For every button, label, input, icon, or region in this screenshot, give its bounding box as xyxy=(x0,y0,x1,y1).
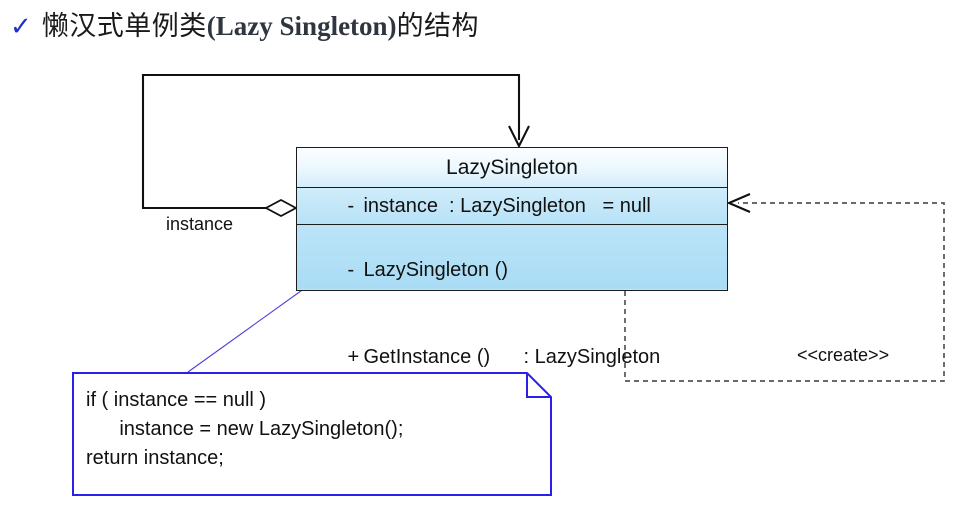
check-icon: ✓ xyxy=(10,12,32,42)
note-anchor-line xyxy=(187,282,313,373)
open-arrow-head-down xyxy=(508,125,530,149)
uml-note[interactable]: if ( instance == null ) instance = new L… xyxy=(72,372,552,496)
operation-visibility: - xyxy=(347,259,355,281)
attribute-row: -instance : LazySingleton = null xyxy=(303,163,651,250)
uml-class-lazysingleton[interactable]: LazySingleton -instance : LazySingleton … xyxy=(296,147,728,368)
note-shape xyxy=(72,372,552,496)
attribute-visibility: - xyxy=(347,194,355,217)
title-chinese-suffix: 的结构 xyxy=(396,11,480,42)
page-title: ✓ 懒汉式单例类 (Lazy Singleton) 的结构 xyxy=(10,4,479,43)
hollow-diamond xyxy=(264,198,298,218)
operation-visibility: + xyxy=(347,346,360,368)
operation-text: LazySingleton () xyxy=(363,259,508,281)
operation-text: GetInstance () : LazySingleton xyxy=(363,346,661,368)
attribute-text: instance : LazySingleton = null xyxy=(363,194,651,217)
title-english: (Lazy Singleton) xyxy=(206,11,397,41)
class-name-compartment: LazySingleton xyxy=(297,148,727,188)
note-folded-corner xyxy=(526,373,551,398)
open-arrow-head-left xyxy=(726,193,751,213)
title-chinese-prefix: 懒汉式单例类 xyxy=(41,11,207,42)
operation-row: +GetInstance () : LazySingleton xyxy=(303,314,727,401)
operation-row: -LazySingleton () xyxy=(303,227,727,314)
class-operations-compartment: -LazySingleton () +GetInstance () : Lazy… xyxy=(297,225,727,368)
class-attributes-compartment: -instance : LazySingleton = null xyxy=(297,188,727,225)
association-label-create: <<create>> xyxy=(797,345,890,365)
note-body: if ( instance == null ) instance = new L… xyxy=(86,389,404,469)
association-label-instance: instance xyxy=(166,214,234,234)
class-name-label: LazySingleton xyxy=(446,155,578,179)
